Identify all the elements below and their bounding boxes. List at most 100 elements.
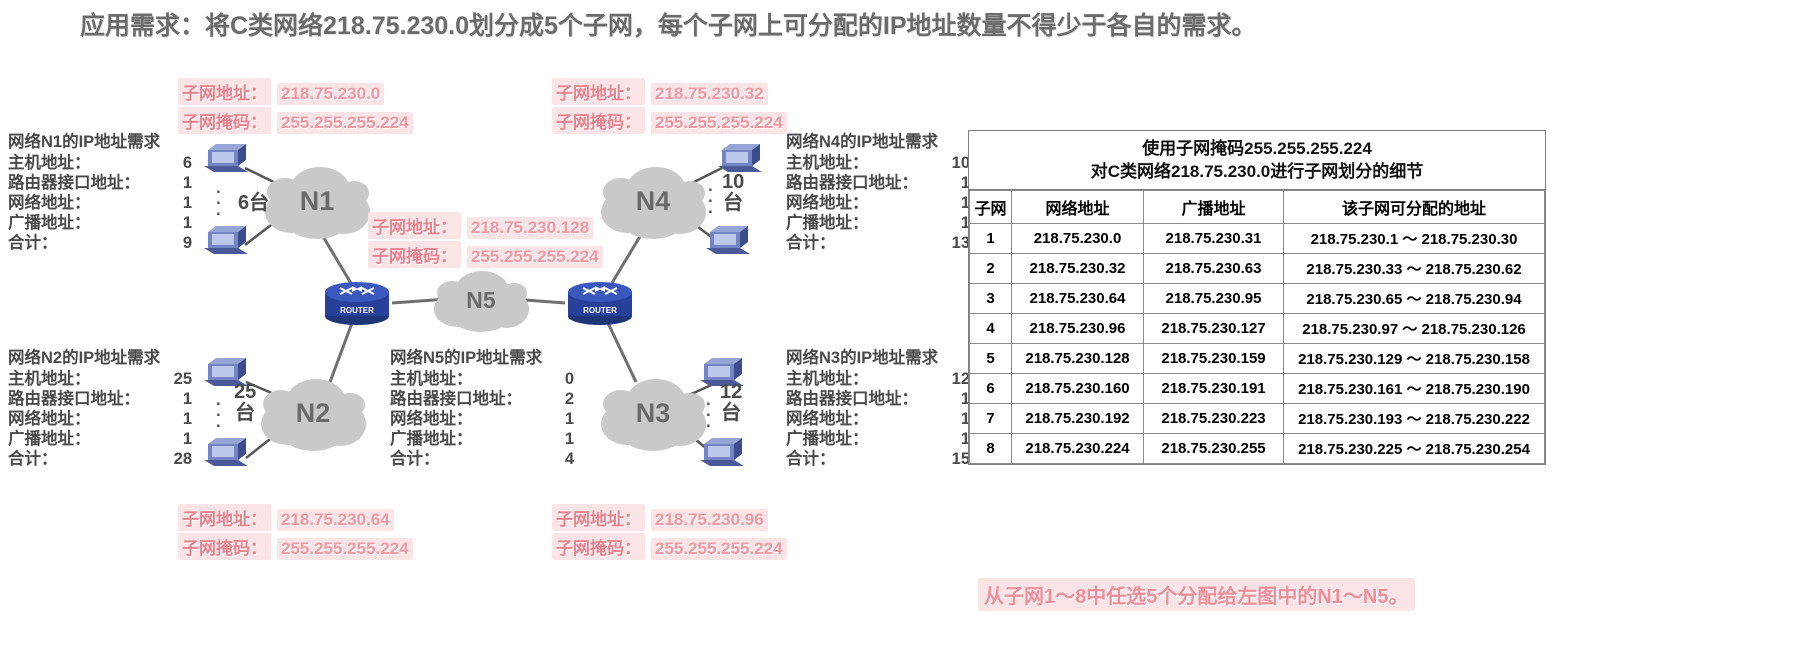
req-value: 1 <box>960 430 970 448</box>
host-dots-n2: ... <box>216 390 221 431</box>
req-key: 路由器接口地址： <box>8 174 140 192</box>
cell-broadcast: 218.75.230.255 <box>1143 433 1284 464</box>
req-key: 主机地址： <box>786 370 869 388</box>
req-value: 1 <box>182 194 192 212</box>
callout-n4-addr-label: 子网地址： <box>552 78 645 105</box>
table-row: 路由器接口地址： 2 <box>390 390 574 410</box>
callout-n4: 子网地址： 218.75.230.32 子网掩码： 255.255.255.22… <box>552 78 787 136</box>
svg-text:ROUTER: ROUTER <box>583 306 617 315</box>
requirements-n4: 网络N4的IP地址需求 主机地址： 10 路由器接口地址： 1 网络地址： 1 … <box>786 128 972 254</box>
host-n4-bottom <box>700 212 756 265</box>
table-row: 3 218.75.230.64 218.75.230.95 218.75.230… <box>969 283 1545 314</box>
callout-n1-addr-label: 子网地址： <box>178 78 271 105</box>
cloud-n1: N1 <box>262 160 372 242</box>
table-row: 路由器接口地址： 1 <box>8 174 192 194</box>
svg-text:ROUTER: ROUTER <box>340 306 374 315</box>
table-row: 主机地址： 0 <box>390 370 574 390</box>
host-n1-bottom <box>198 212 254 265</box>
cell-network: 218.75.230.0 <box>1011 223 1144 254</box>
col-header-network: 网络地址 <box>1011 190 1144 224</box>
cell-network: 218.75.230.128 <box>1011 343 1144 374</box>
subnet-table: 子网 网络地址 广播地址 该子网可分配的地址 1 218.75.230.0 21… <box>969 190 1545 464</box>
req-value: 1 <box>182 430 192 448</box>
req-value: 13 <box>951 234 970 252</box>
table-row: 主机地址： 6 <box>8 154 192 174</box>
host-dots-n3: ... <box>706 390 711 431</box>
req-key: 合计： <box>786 450 836 468</box>
host-dots-n1: ... <box>216 178 221 219</box>
cell-usable: 218.75.230.97 ～ 218.75.230.126 <box>1283 313 1545 344</box>
cell-network: 218.75.230.64 <box>1011 283 1144 314</box>
cell-usable: 218.75.230.129 ～ 218.75.230.158 <box>1283 343 1545 374</box>
subnet-table-header-row: 子网 网络地址 广播地址 该子网可分配的地址 <box>969 190 1545 224</box>
subnet-table-panel: 使用子网掩码255.255.255.224 对C类网络218.75.230.0进… <box>968 130 1546 465</box>
table-row: 路由器接口地址： 1 <box>786 174 970 194</box>
callout-n1-mask-value: 255.255.255.224 <box>277 112 413 134</box>
table-row: 网络地址： 1 <box>8 410 192 430</box>
table-row: 合计： 28 <box>8 450 192 470</box>
cell-subnet: 5 <box>969 343 1012 374</box>
cell-subnet: 6 <box>969 373 1012 404</box>
host-n4-top <box>712 130 768 183</box>
cell-broadcast: 218.75.230.191 <box>1143 373 1284 404</box>
cell-broadcast: 218.75.230.159 <box>1143 343 1284 374</box>
cloud-label-n3: N3 <box>635 397 671 428</box>
table-row: 网络地址： 1 <box>8 194 192 214</box>
requirements-n3-header: 网络N3的IP地址需求 <box>786 349 939 367</box>
table-row: 路由器接口地址： 1 <box>8 390 192 410</box>
requirements-n1: 网络N1的IP地址需求 主机地址： 6 路由器接口地址： 1 网络地址： 1 广… <box>8 128 194 254</box>
req-value: 1 <box>960 410 970 428</box>
callout-n2-addr-label: 子网地址： <box>178 504 271 531</box>
host-dots-n4: ... <box>708 176 713 217</box>
requirements-n3: 网络N3的IP地址需求 主机地址： 12 路由器接口地址： 1 网络地址： 1 … <box>786 344 972 470</box>
cell-subnet: 4 <box>969 313 1012 344</box>
req-value: 1 <box>182 390 192 408</box>
col-header-usable: 该子网可分配的地址 <box>1283 190 1545 224</box>
callout-n4-mask-label: 子网掩码： <box>552 107 645 134</box>
cell-network: 218.75.230.32 <box>1011 253 1144 284</box>
req-value: 1 <box>960 194 970 212</box>
req-key: 广播地址： <box>786 430 869 448</box>
table-row: 4 218.75.230.96 218.75.230.127 218.75.23… <box>969 313 1545 344</box>
req-value: 0 <box>564 370 574 388</box>
table-row: 广播地址： 1 <box>8 214 192 234</box>
cell-broadcast: 218.75.230.31 <box>1143 223 1284 254</box>
req-key: 广播地址： <box>8 214 91 232</box>
table-row: 1 218.75.230.0 218.75.230.31 218.75.230.… <box>969 223 1545 254</box>
cell-usable: 218.75.230.225 ～ 218.75.230.254 <box>1283 433 1545 464</box>
table-row: 合计： 4 <box>390 450 574 470</box>
callout-n2-mask-label: 子网掩码： <box>178 533 271 560</box>
table-row: 主机地址： 25 <box>8 370 192 390</box>
host-n2-top <box>198 344 254 397</box>
cell-network: 218.75.230.160 <box>1011 373 1144 404</box>
table-row: 广播地址： 1 <box>390 430 574 450</box>
footnote-text: 从子网1～8中任选5个分配给左图中的N1～N5。 <box>978 578 1415 611</box>
cloud-n3: N3 <box>598 372 708 454</box>
table-row: 网络地址： 1 <box>786 194 970 214</box>
req-value: 28 <box>173 450 192 468</box>
req-value: 1 <box>960 174 970 192</box>
req-key: 路由器接口地址： <box>390 390 522 408</box>
callout-n2: 子网地址： 218.75.230.64 子网掩码： 255.255.255.22… <box>178 504 413 562</box>
callout-n2-mask-value: 255.255.255.224 <box>277 538 413 560</box>
host-n2-bottom <box>198 424 254 477</box>
cloud-label-n5: N5 <box>466 286 496 313</box>
requirements-n4-header: 网络N4的IP地址需求 <box>786 133 939 151</box>
req-key: 主机地址： <box>8 154 91 172</box>
table-row: 主机地址： 10 <box>786 154 970 174</box>
host-n3-top <box>694 344 750 397</box>
table-row: 合计： 15 <box>786 450 970 470</box>
table-row: 广播地址： 1 <box>786 214 970 234</box>
cell-usable: 218.75.230.161 ～ 218.75.230.190 <box>1283 373 1545 404</box>
table-row: 2 218.75.230.32 218.75.230.63 218.75.230… <box>969 253 1545 284</box>
table-row: 5 218.75.230.128 218.75.230.159 218.75.2… <box>969 343 1545 374</box>
req-key: 合计： <box>8 450 58 468</box>
callout-n5-mask-label: 子网掩码： <box>368 241 461 268</box>
col-header-subnet: 子网 <box>969 190 1012 224</box>
callout-n3-mask-label: 子网掩码： <box>552 533 645 560</box>
req-value: 12 <box>951 370 970 388</box>
req-key: 网络地址： <box>8 410 91 428</box>
table-row: 网络地址： 1 <box>786 410 970 430</box>
cloud-label-n2: N2 <box>295 397 331 428</box>
